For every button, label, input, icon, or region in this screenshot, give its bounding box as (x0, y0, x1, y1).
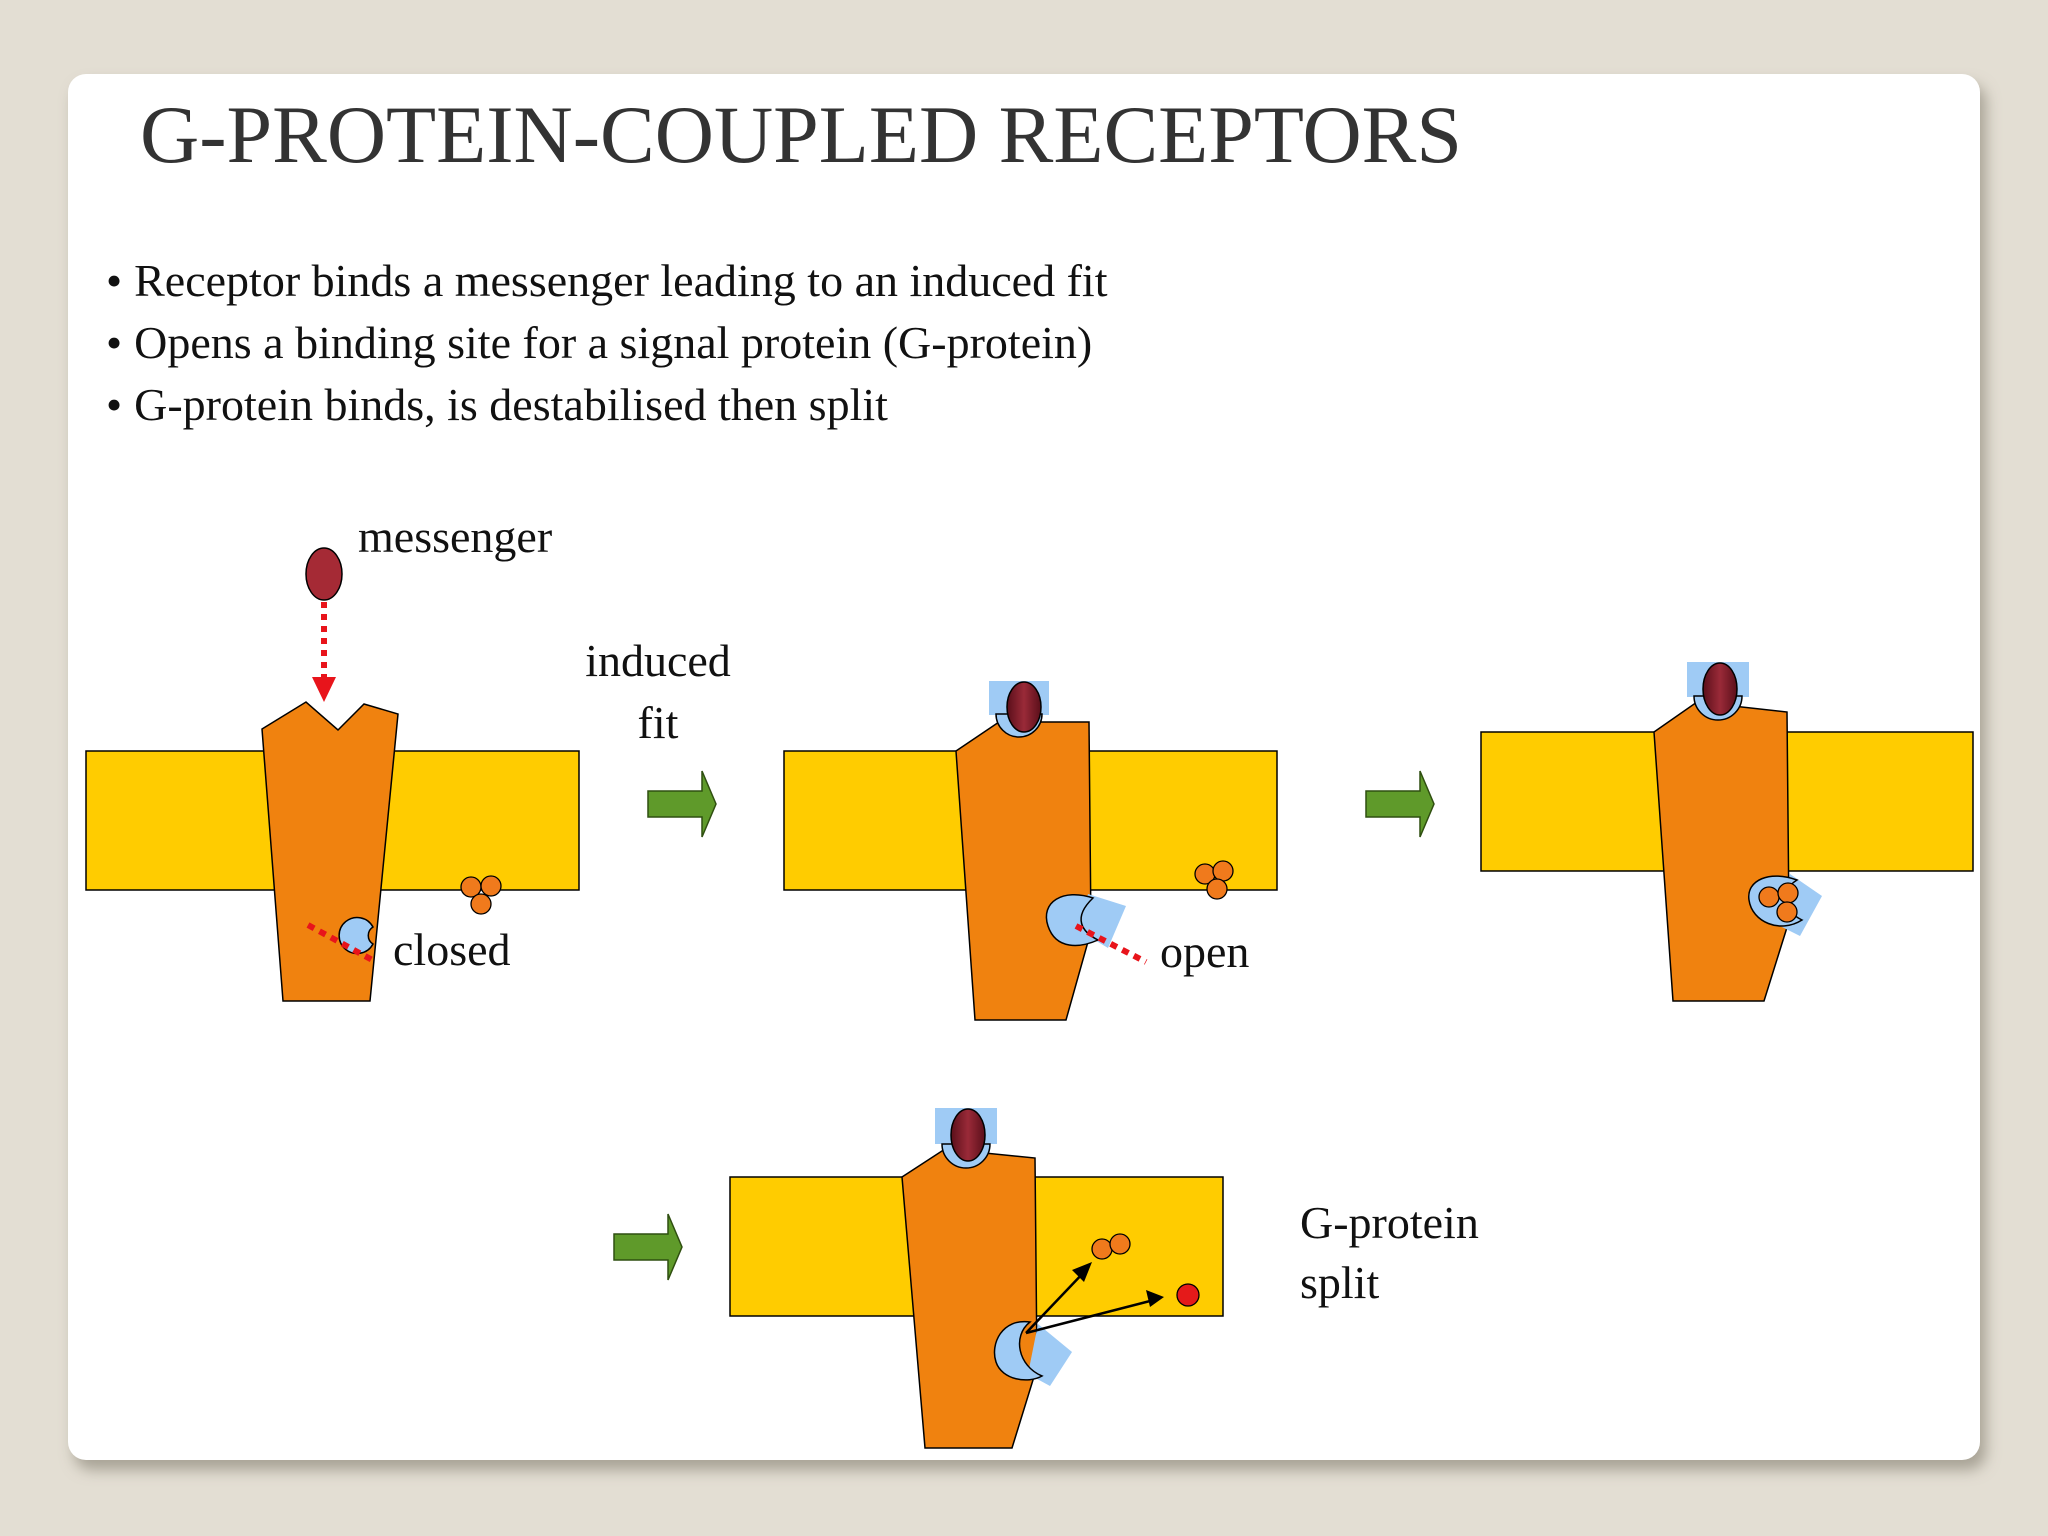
g-protein-subunits-pair (1091, 1233, 1131, 1260)
label-open: open (1160, 926, 1249, 977)
messenger-molecule (950, 1108, 986, 1162)
g-protein-bound (1758, 882, 1799, 923)
arrow-head-icon (1146, 1290, 1164, 1307)
messenger-molecule (1006, 681, 1042, 733)
gpcr-diagram: messenger closed induced fit open (85, 511, 1974, 1449)
pointer-dotted-line (1074, 923, 1148, 965)
stage-4-split: G-protein split (729, 1108, 1479, 1449)
stage-1-closed: messenger closed (85, 511, 580, 1002)
label-gprotein: G-protein (1300, 1197, 1479, 1248)
stage-3-bound (1480, 662, 1974, 1002)
right-arrow-icon (1365, 770, 1435, 838)
step-arrow-3 (613, 1213, 683, 1281)
messenger-molecule (1702, 662, 1738, 716)
label-messenger: messenger (358, 511, 552, 562)
split-arrows (1025, 1262, 1164, 1335)
step-arrow-1 (647, 770, 717, 838)
arrow-head-icon (1072, 1262, 1092, 1282)
messenger-molecule (305, 547, 343, 601)
receptor (901, 1148, 1038, 1449)
receptor (1653, 701, 1790, 1002)
g-protein (460, 875, 502, 915)
bullet-item: Opens a binding site for a signal protei… (106, 312, 1107, 374)
receptor (261, 701, 399, 1002)
label-closed: closed (393, 924, 511, 975)
right-arrow-icon (613, 1213, 683, 1281)
right-arrow-icon (647, 770, 717, 838)
receptor (955, 721, 1092, 1021)
label-induced: induced (585, 635, 731, 686)
slide: G-PROTEIN-COUPLED RECEPTORS Receptor bin… (68, 74, 1980, 1460)
bullet-list: Receptor binds a messenger leading to an… (106, 250, 1107, 436)
bullet-item: Receptor binds a messenger leading to an… (106, 250, 1107, 312)
binding-site-tip (1028, 1324, 1072, 1386)
split-arrow-line (1025, 1269, 1087, 1334)
arrow-head-icon (312, 677, 336, 702)
split-arrow-line (1025, 1298, 1155, 1335)
g-protein (1194, 860, 1234, 900)
slide-title: G-PROTEIN-COUPLED RECEPTORS (140, 89, 1462, 180)
label-split: split (1300, 1257, 1379, 1308)
label-fit: fit (638, 697, 679, 748)
binding-site-empty (993, 1320, 1044, 1381)
bullet-item: G-protein binds, is destabilised then sp… (106, 374, 1107, 436)
step-arrow-2 (1365, 770, 1435, 838)
g-protein-subunit-alpha (1176, 1283, 1200, 1307)
stage-2-open: open (783, 681, 1278, 1021)
binding-site-open (1045, 894, 1100, 947)
